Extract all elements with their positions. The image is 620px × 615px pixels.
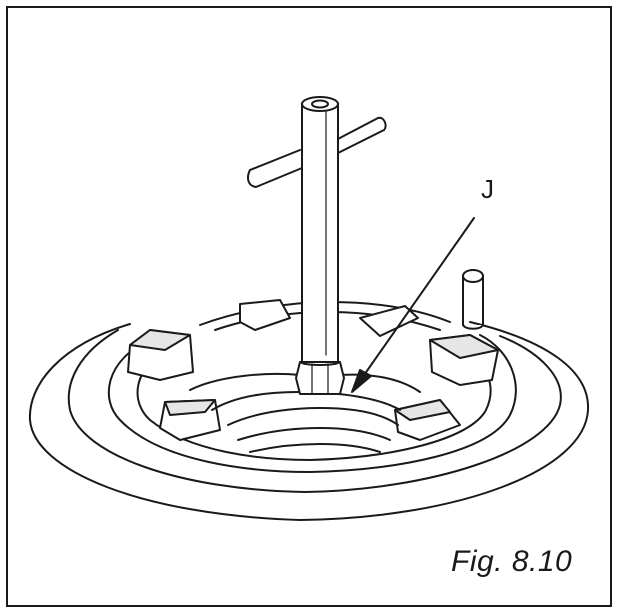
locating-pin — [462, 269, 484, 330]
t-handle-socket-wrench — [247, 96, 387, 395]
callout-leader — [351, 217, 475, 393]
base-disc — [28, 321, 590, 521]
figure-caption: Fig. 8.10 — [451, 545, 573, 578]
ring-slots — [127, 299, 499, 441]
inner-recess — [189, 372, 421, 453]
callout-label-j: J — [481, 174, 494, 204]
